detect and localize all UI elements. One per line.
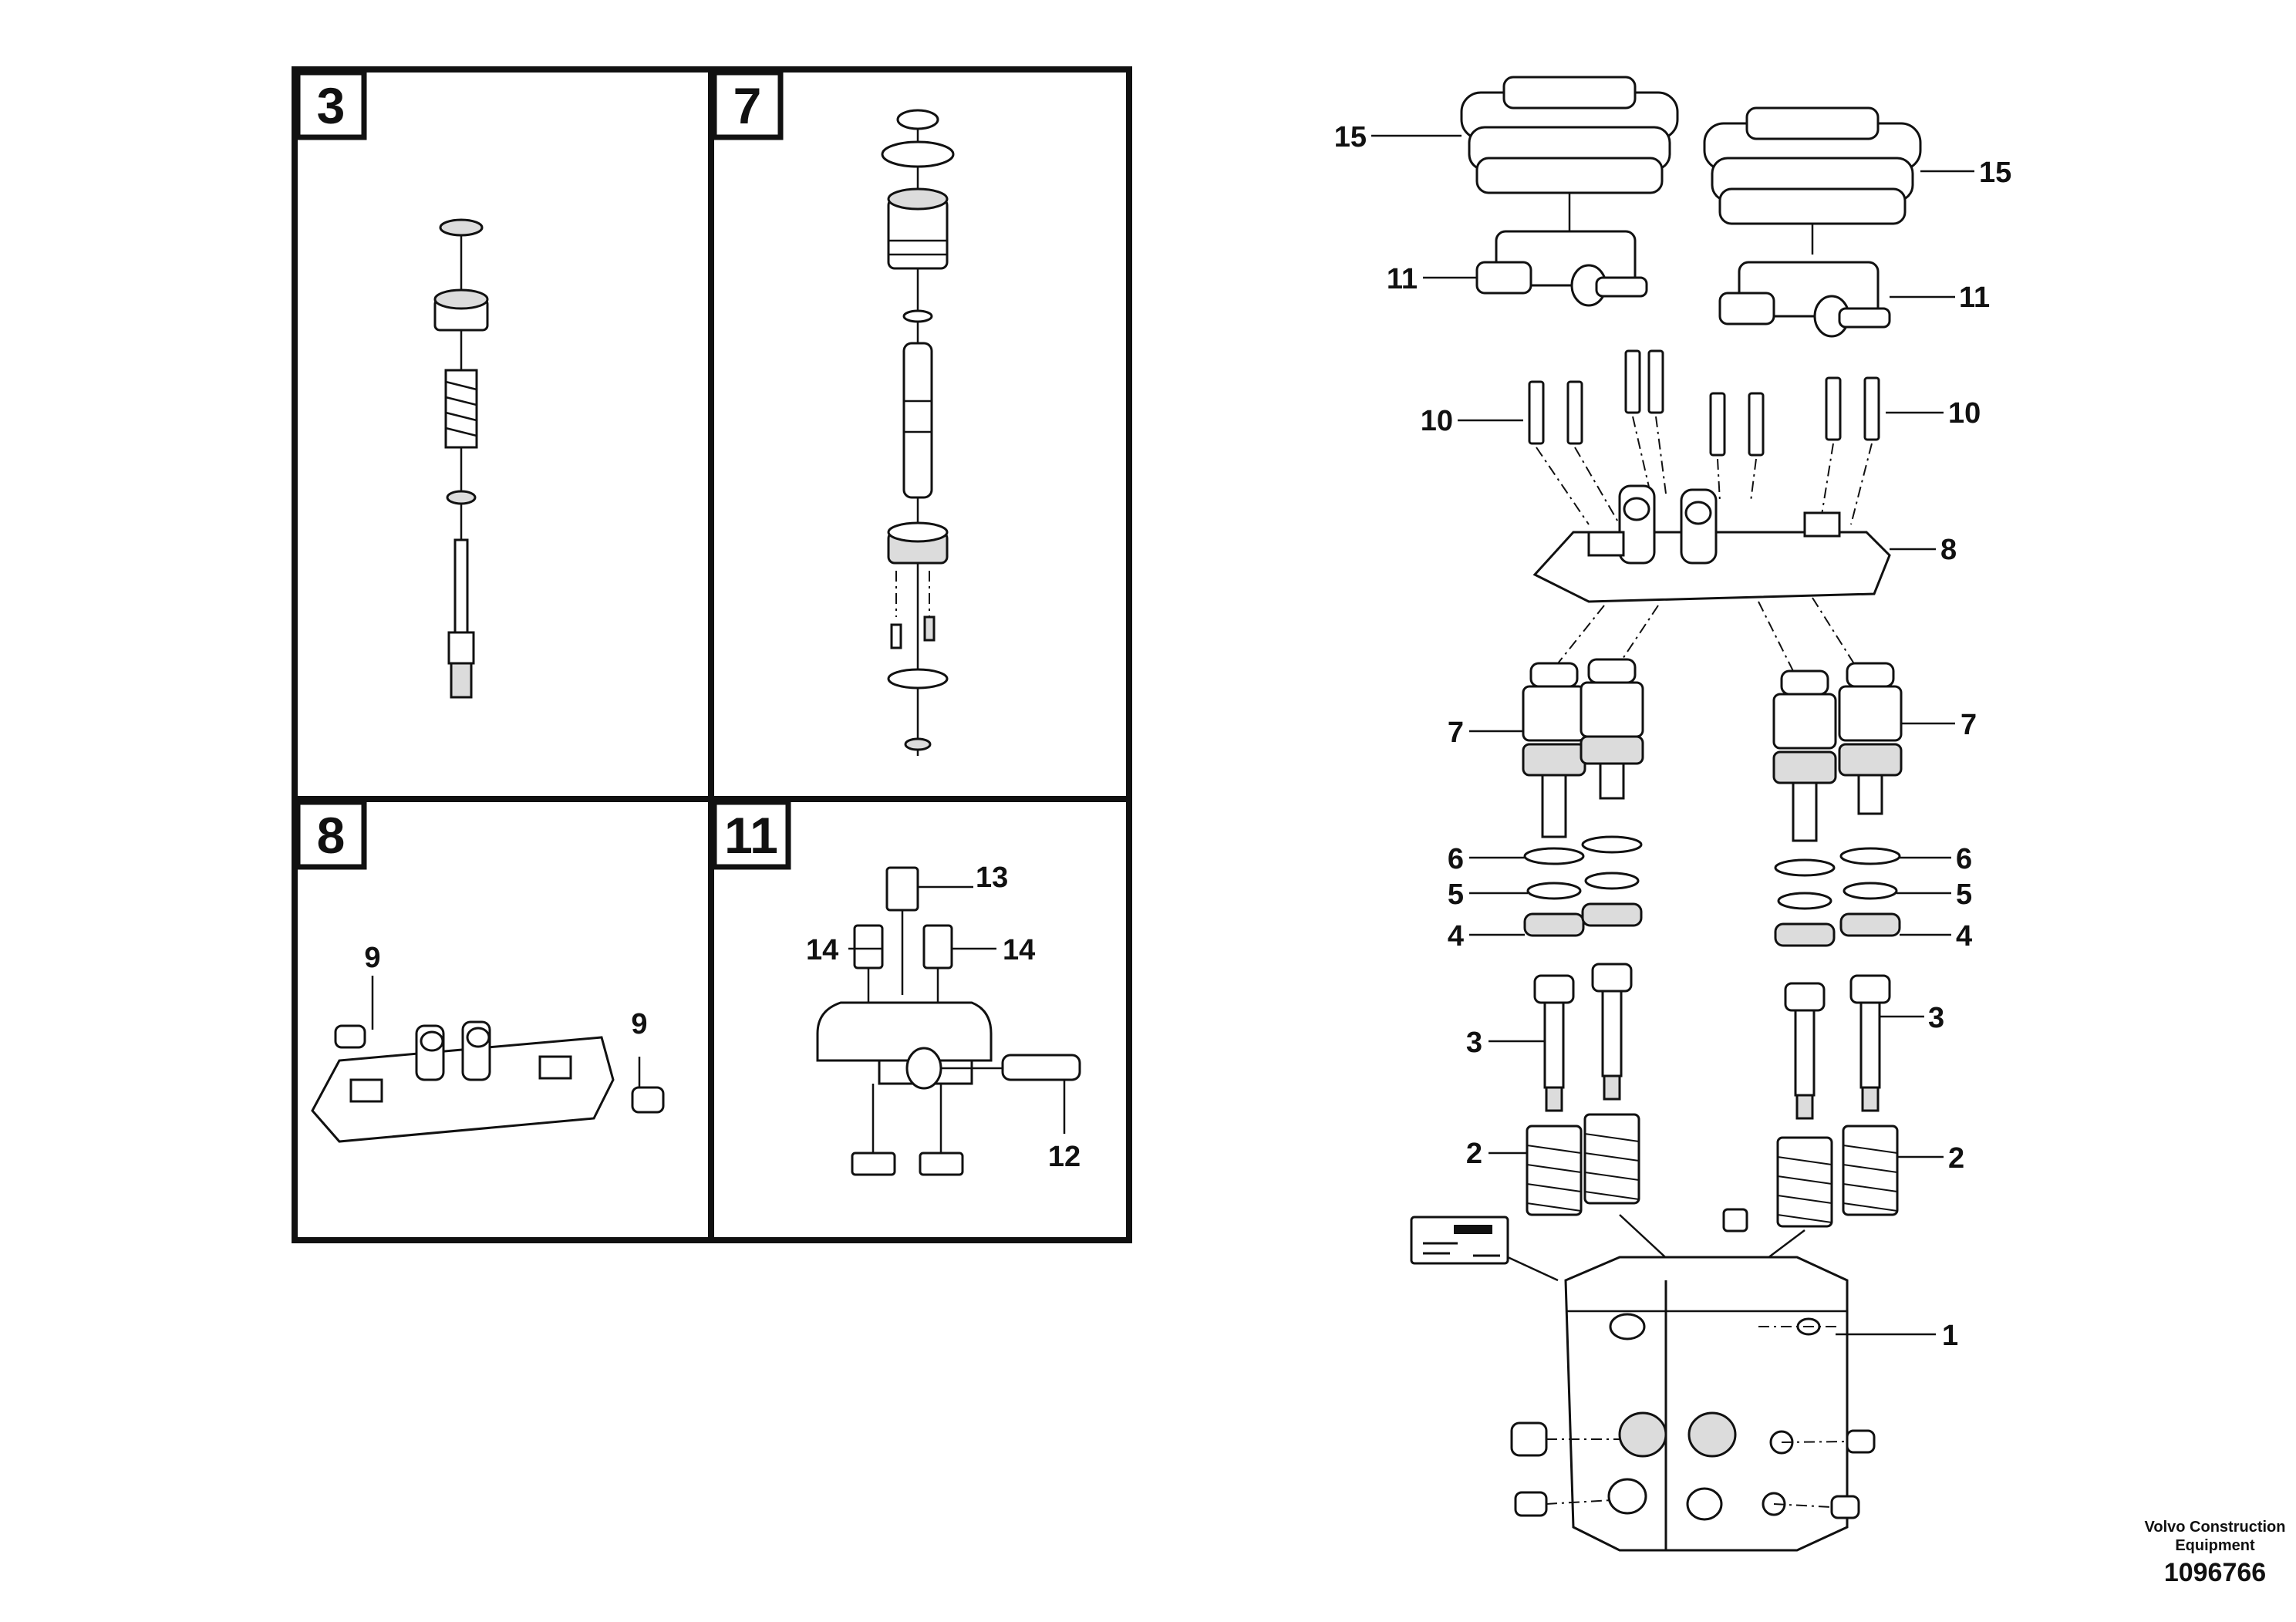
callout-10-left: 10 (1421, 405, 1453, 437)
panel-3-plunger-exploded (433, 218, 489, 699)
callout-15-right: 15 (1979, 157, 2011, 189)
company-name-line1: Volvo Construction (2145, 1519, 2286, 1536)
identification-label (1410, 1216, 1509, 1265)
callout-5-right: 5 (1956, 878, 1972, 911)
bushing-9-right (631, 1086, 665, 1114)
lever-body-left (1475, 230, 1648, 307)
panel-11-callout-13: 13 (976, 862, 1008, 894)
panel-tag-7: 7 (711, 69, 784, 140)
panel-tag-3-label: 3 (317, 77, 346, 134)
panel-11-callout-14a: 14 (806, 934, 838, 966)
drawing-number: 1096766 (2164, 1558, 2266, 1587)
panel-11-callout-14b: 14 (1003, 934, 1035, 966)
callout-2-left: 2 (1466, 1138, 1482, 1170)
lever-body-right (1718, 261, 1891, 338)
valve-housing (1564, 1256, 1849, 1552)
callout-1: 1 (1942, 1320, 1958, 1352)
part-13 (885, 866, 919, 912)
rings-6-5-4 (1523, 835, 1901, 947)
panel-11-callout-12: 12 (1048, 1141, 1081, 1173)
panel-tag-11-label: 11 (724, 807, 778, 864)
callout-11-right: 11 (1959, 282, 1990, 314)
base-plate-8 (1532, 484, 1891, 603)
callout-8: 8 (1940, 534, 1957, 566)
panel-11-lever-body: 13 14 14 12 (806, 862, 1081, 1176)
panel-tag-3: 3 (295, 69, 367, 140)
panel-7-spool-exploded (881, 109, 955, 756)
leader-lines (1371, 134, 1974, 1336)
callout-3-left: 3 (1466, 1027, 1482, 1059)
callout-2-right: 2 (1948, 1142, 1964, 1175)
drawing-footer: Volvo Construction Equipment 1096766 (2145, 1519, 2286, 1587)
springs-2 (1526, 1113, 1899, 1228)
detail-panels-grid: 3 7 8 11 (292, 66, 1132, 1243)
panel-tag-7-label: 7 (733, 77, 762, 134)
callout-10-right: 10 (1948, 397, 1981, 430)
callout-7-right: 7 (1961, 709, 1977, 741)
panel-tag-8-label: 8 (317, 807, 346, 864)
callout-3-right: 3 (1928, 1002, 1944, 1034)
panel-8-callout-9b: 9 (631, 1008, 647, 1040)
callout-5-left: 5 (1448, 878, 1464, 911)
callout-6-right: 6 (1956, 843, 1972, 875)
rubber-boot-right (1703, 106, 1922, 225)
panel-tag-8: 8 (295, 799, 367, 870)
spool-assemblies-7 (1522, 658, 1903, 842)
callout-6-left: 6 (1448, 843, 1464, 875)
panel-8-callout-9a: 9 (364, 942, 380, 974)
bolts-10 (1528, 349, 1880, 457)
callout-4-left: 4 (1448, 920, 1464, 953)
pin-12 (1001, 1054, 1081, 1081)
callout-15-left: 15 (1334, 121, 1367, 153)
callout-11-left: 11 (1387, 263, 1418, 295)
plungers-3 (1533, 963, 1891, 1120)
company-name-line2: Equipment (2175, 1537, 2255, 1554)
rubber-boot-left (1460, 76, 1679, 194)
main-exploded-assembly: 15 15 11 11 10 10 8 7 7 6 6 5 5 4 4 3 3 … (1334, 76, 2011, 1552)
callout-4-right: 4 (1956, 920, 1972, 953)
panel-8-base-plate: 9 9 (311, 942, 665, 1143)
panel-tag-11: 11 (711, 799, 791, 870)
callout-7-left: 7 (1448, 717, 1464, 749)
bushing-9-left (334, 1024, 366, 1049)
